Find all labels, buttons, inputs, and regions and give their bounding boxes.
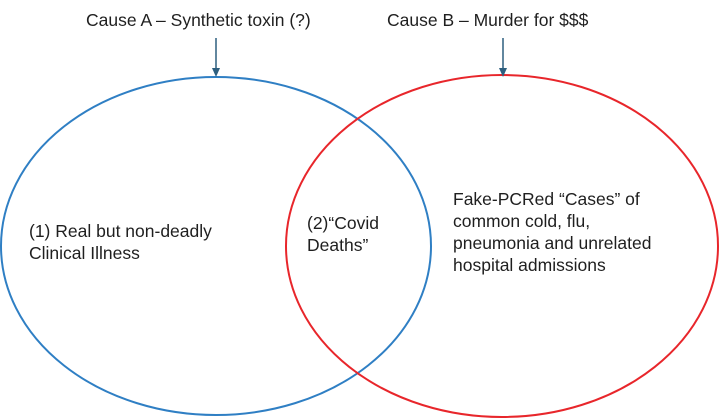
region-overlap-line: (2)“Covid — [307, 213, 379, 233]
arrowhead-cause-a — [212, 68, 220, 77]
label-cause-a: Cause A – Synthetic toxin (?) — [86, 10, 311, 30]
region-left-line: Clinical Illness — [29, 243, 140, 263]
label-cause-b: Cause B – Murder for $$$ — [387, 10, 589, 30]
region-right-line: pneumonia and unrelated — [453, 233, 652, 253]
region-right-line: common cold, flu, — [453, 211, 591, 231]
region-left-line: (1) Real but non-deadly — [29, 221, 212, 241]
region-overlap-line: Deaths” — [307, 235, 369, 255]
region-right-line: hospital admissions — [453, 255, 606, 275]
region-right-line: Fake-PCRed “Cases” of — [453, 189, 640, 209]
region-overlap-text: (2)“Covid Deaths” — [307, 212, 379, 256]
circle-cause-b — [285, 74, 719, 418]
arrowhead-cause-b — [499, 68, 507, 77]
region-left-text: (1) Real but non-deadly Clinical Illness — [29, 220, 212, 264]
region-right-text: Fake-PCRed “Cases” of common cold, flu, … — [453, 188, 652, 276]
